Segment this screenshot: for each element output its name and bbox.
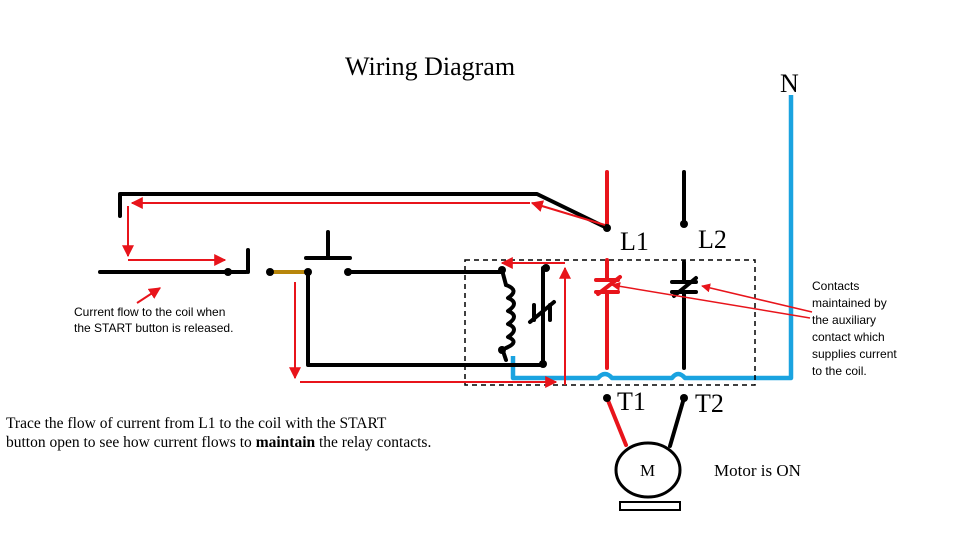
main-contact-2-slash	[672, 276, 698, 298]
aux-note-line-5: supplies current	[812, 347, 897, 361]
motor-icon	[614, 441, 682, 499]
terminal-dot-t2	[680, 394, 688, 402]
terminal-dot-t1	[603, 394, 611, 402]
t1-to-motor-wire	[605, 396, 628, 447]
main-contact-1-slash	[596, 275, 622, 296]
flow-arrow-coil-note	[136, 287, 162, 304]
terminal-label-l2: L2	[698, 225, 727, 254]
aux-note-line-4: contact which	[812, 330, 885, 344]
stop-dot-right	[266, 268, 274, 276]
flow-arrow-l1-diagonal	[530, 200, 606, 226]
aux-note-line-6: to the coil.	[812, 364, 867, 378]
terminal-dot-l2	[680, 220, 688, 228]
terminal-dot-l1	[603, 224, 611, 232]
trace-instruction-line-2: button open to see how current flows to …	[6, 434, 431, 451]
motor-base	[619, 501, 681, 511]
motor-label: M	[640, 461, 655, 480]
neutral-wire	[510, 95, 794, 381]
trace-text-before: button open to see how current flows to	[6, 434, 256, 451]
terminal-label-t2: T2	[695, 389, 724, 418]
aux-note-pointer-1	[611, 281, 811, 319]
coil-note-line-1: Current flow to the coil when	[74, 305, 225, 319]
start-bypass-wire	[306, 266, 545, 367]
motor-status-label: Motor is ON	[714, 461, 801, 480]
trace-text-bold: maintain	[256, 434, 316, 451]
aux-note-line-1: Contacts	[812, 279, 859, 293]
control-wire-top	[118, 192, 609, 230]
aux-note-pointer-2	[701, 283, 813, 313]
coil-dot-bottom	[498, 346, 506, 354]
aux-note-line-2: maintained by	[812, 296, 887, 310]
relay-box	[464, 259, 756, 386]
aux-dot-bottom	[539, 360, 547, 368]
coil-dot-top	[498, 266, 506, 274]
trace-text-after: the relay contacts.	[315, 434, 431, 451]
terminal-label-l1: L1	[620, 227, 649, 256]
aux-note-line-3: the auxiliary	[812, 313, 876, 327]
t2-to-motor-wire	[668, 396, 686, 448]
start-dot-left	[304, 268, 312, 276]
diagram-title: Wiring Diagram	[345, 52, 515, 81]
stop-dot-left	[224, 268, 232, 276]
relay-coil-icon	[504, 283, 516, 350]
aux-dot-top	[542, 264, 550, 272]
terminal-label-t1: T1	[617, 387, 646, 416]
trace-instruction-line-1: Trace the flow of current from L1 to the…	[6, 415, 387, 432]
coil-note-line-2: the START button is released.	[74, 321, 233, 335]
aux-contact-slash	[528, 300, 556, 324]
terminal-label-n: N	[780, 69, 799, 98]
start-dot-right	[344, 268, 352, 276]
